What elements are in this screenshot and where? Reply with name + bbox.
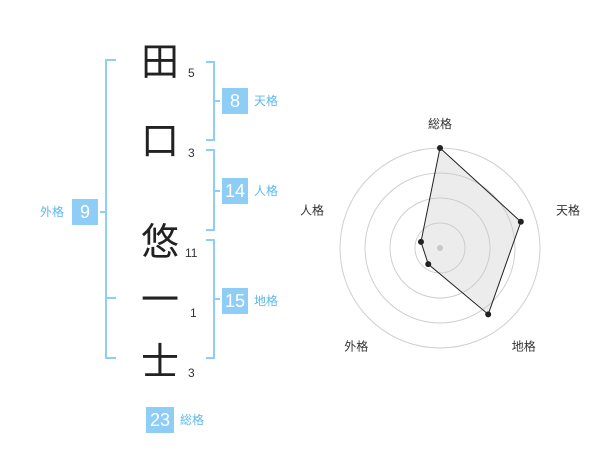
name-char-5: 士 [140, 340, 179, 384]
name-char-1: 田 [140, 40, 179, 84]
name-char-2: 口 [140, 119, 179, 163]
radar-center [437, 245, 443, 251]
radar-axis-label-1: 総格 [428, 116, 452, 131]
chikaku-value-badge: 15 [222, 288, 248, 314]
stroke-count-1: 5 [188, 66, 195, 80]
name-char-4: 一 [140, 278, 179, 322]
stroke-count-2: 3 [188, 146, 195, 160]
radar-point-1 [437, 145, 443, 151]
soukaku-label: 総格 [180, 413, 205, 427]
radar-point-3 [485, 311, 492, 318]
radar-axis-label-2: 天格 [556, 202, 580, 217]
radar-ring [414, 222, 466, 274]
radar-axis-label-5: 人格 [300, 202, 324, 217]
radar-ring [389, 197, 491, 299]
radar-data-polygon [420, 147, 522, 316]
gaikaku-value-badge: 9 [72, 199, 98, 225]
radar-ring [364, 172, 516, 324]
radar-axis-label-4: 外格 [344, 339, 368, 354]
soukaku-value-badge: 23 [146, 407, 174, 433]
jinkaku-value-badge: 14 [222, 178, 248, 204]
stroke-count-5: 3 [188, 366, 195, 380]
radar-point-2 [517, 218, 524, 225]
radar-point-4 [425, 261, 432, 268]
chikaku-label: 地格 [254, 294, 279, 308]
radar-point-5 [417, 238, 424, 245]
gaikaku-label: 外格 [40, 205, 65, 219]
tenkaku-label: 天格 [254, 94, 279, 108]
stroke-count-4: 1 [190, 306, 197, 320]
tenkaku-value-badge: 8 [222, 88, 248, 114]
name-char-3: 悠 [140, 220, 179, 264]
jinkaku-label: 人格 [254, 184, 279, 198]
stroke-count-3: 11 [185, 246, 198, 260]
radar-axis-label-3: 地格 [512, 339, 536, 354]
